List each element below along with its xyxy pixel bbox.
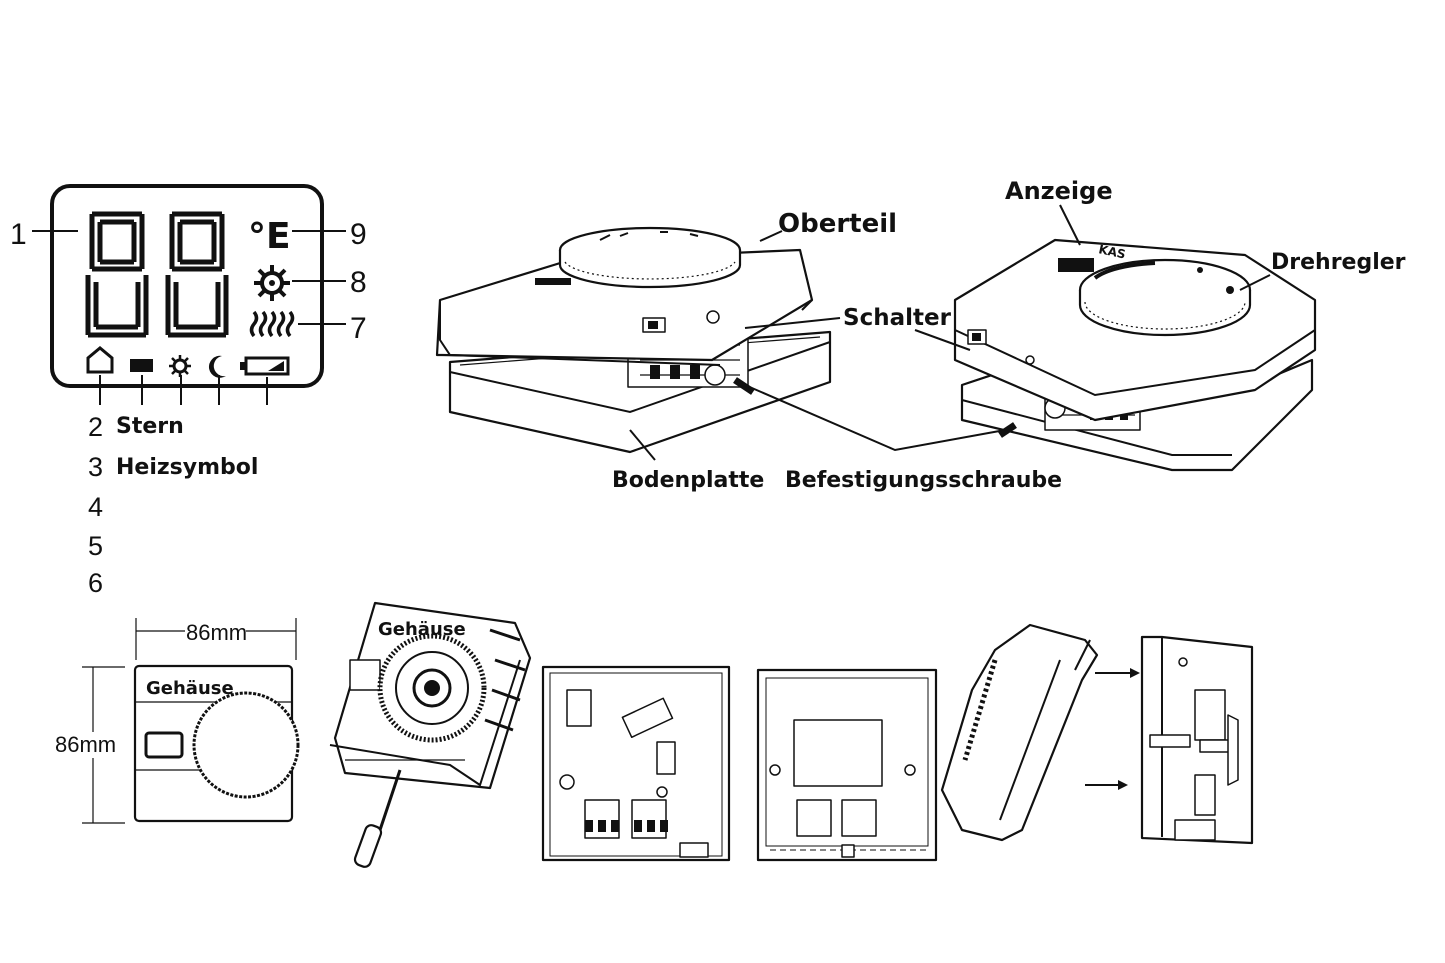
dimension-width: 86mm bbox=[186, 620, 247, 645]
brand-label: KAS bbox=[1097, 242, 1127, 261]
callout-1: 1 bbox=[10, 218, 27, 251]
side-view-tilted bbox=[940, 623, 1099, 842]
legend-num-4: 4 bbox=[88, 492, 103, 522]
moon-icon bbox=[208, 355, 226, 378]
closed-device-illustration: KAS bbox=[953, 238, 1317, 472]
iso-view: Gehäuse bbox=[329, 601, 532, 868]
callout-8: 8 bbox=[350, 266, 367, 299]
heat-icon bbox=[249, 310, 295, 338]
iso-housing-label: Gehäuse bbox=[378, 619, 466, 640]
lcd-display: °E bbox=[50, 184, 324, 388]
front-housing-label: Gehäuse bbox=[146, 678, 234, 699]
legend: 2 Stern 3 Heizsymbol 4 5 6 bbox=[88, 412, 258, 598]
label-befestigungsschraube: Befestigungsschraube bbox=[785, 468, 1062, 493]
lcd-callouts: 1 9 8 7 bbox=[10, 218, 367, 405]
battery-icon bbox=[240, 356, 290, 376]
house-icon bbox=[86, 346, 114, 374]
pcb-view bbox=[541, 665, 731, 862]
label-schalter: Schalter bbox=[843, 305, 952, 331]
legend-num-6: 6 bbox=[88, 568, 103, 598]
label-oberteil: Oberteil bbox=[778, 209, 897, 239]
block-icon bbox=[130, 359, 153, 372]
insertion-arrows bbox=[1085, 668, 1140, 790]
callout-7: 7 bbox=[350, 312, 367, 345]
legend-text-2: Stern bbox=[116, 414, 184, 439]
legend-num-5: 5 bbox=[88, 531, 103, 561]
digit-2 bbox=[165, 211, 229, 338]
label-anzeige: Anzeige bbox=[1005, 177, 1113, 205]
front-view: 86mm 86mm Gehäuse bbox=[55, 618, 300, 824]
back-cover-view bbox=[756, 668, 938, 862]
frost-icon bbox=[254, 265, 290, 301]
label-bodenplatte: Bodenplatte bbox=[612, 468, 764, 493]
callout-9: 9 bbox=[350, 218, 367, 251]
legend-num-3: 3 bbox=[88, 452, 103, 482]
open-device-illustration bbox=[435, 226, 832, 454]
legend-num-2: 2 bbox=[88, 412, 103, 442]
mounting-plate-view bbox=[1140, 635, 1254, 845]
dimension-height: 86mm bbox=[55, 732, 116, 757]
unit-label: °E bbox=[248, 216, 291, 257]
digit-1 bbox=[85, 211, 149, 338]
legend-text-3: Heizsymbol bbox=[116, 455, 258, 480]
label-drehregler: Drehregler bbox=[1271, 250, 1406, 275]
